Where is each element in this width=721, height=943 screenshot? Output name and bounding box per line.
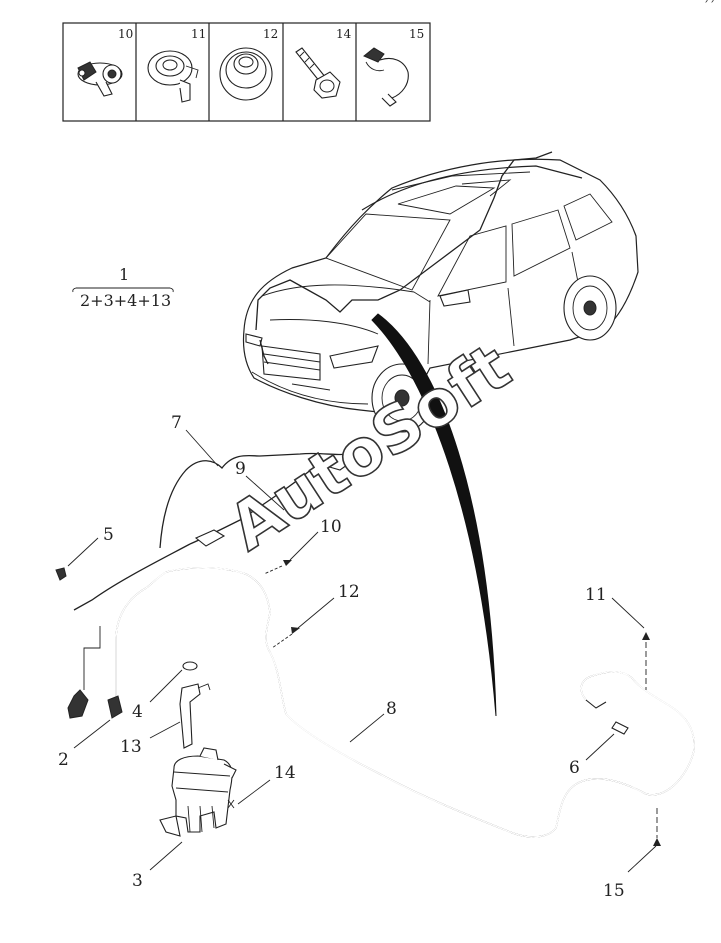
corner-mark: ´´ (703, 0, 715, 13)
header-part-number: 11 (191, 27, 206, 41)
clip-5 (55, 567, 67, 581)
bolt-icon (295, 47, 341, 99)
zoom-pointer (371, 313, 497, 717)
washer-hose-8 (115, 567, 695, 838)
assembly-components: 2+3+4+13 (80, 291, 171, 310)
header-part-number: 10 (118, 27, 133, 41)
callout-3: 3 (132, 871, 143, 891)
callout-10: 10 (320, 517, 342, 537)
rubber-grommet-icon (219, 47, 273, 101)
callout-5: 5 (103, 525, 114, 545)
header-parts-strip: 10 11 12 14 15 (62, 22, 431, 122)
washer-hose-7 (73, 452, 355, 611)
callout-13: 13 (120, 737, 142, 757)
callout-15: 15 (603, 881, 625, 901)
header-part-number: 12 (263, 27, 278, 41)
washer-reservoir-3 (159, 747, 237, 837)
hose-clamp-icon (363, 47, 409, 107)
leader-lines (67, 429, 661, 873)
callout-numbers: 7 9 10 12 5 4 2 13 3 14 8 6 11 15 (58, 413, 625, 901)
callout-4: 4 (132, 702, 143, 722)
hose-clip-icon (77, 61, 123, 97)
header-part-number: 15 (409, 27, 424, 41)
callout-11: 11 (585, 585, 607, 605)
cap-6 (611, 721, 629, 735)
callout-8: 8 (386, 699, 397, 719)
callout-7: 7 (171, 413, 182, 433)
bolt-marker-14 (227, 799, 235, 809)
assembly-formula: 1 2+3+4+13 (72, 265, 174, 310)
filler-neck-13 (179, 683, 211, 749)
callout-6: 6 (569, 758, 580, 778)
callout-14: 14 (274, 763, 296, 783)
callout-12: 12 (338, 582, 360, 602)
filler-cap-4 (182, 661, 198, 671)
assembly-number: 1 (119, 265, 129, 284)
header-part-number: 14 (336, 27, 352, 41)
callout-9: 9 (235, 459, 246, 479)
washer-nozzle-2 (67, 626, 123, 719)
callout-2: 2 (58, 750, 69, 770)
grommet-clip-icon (147, 50, 199, 103)
